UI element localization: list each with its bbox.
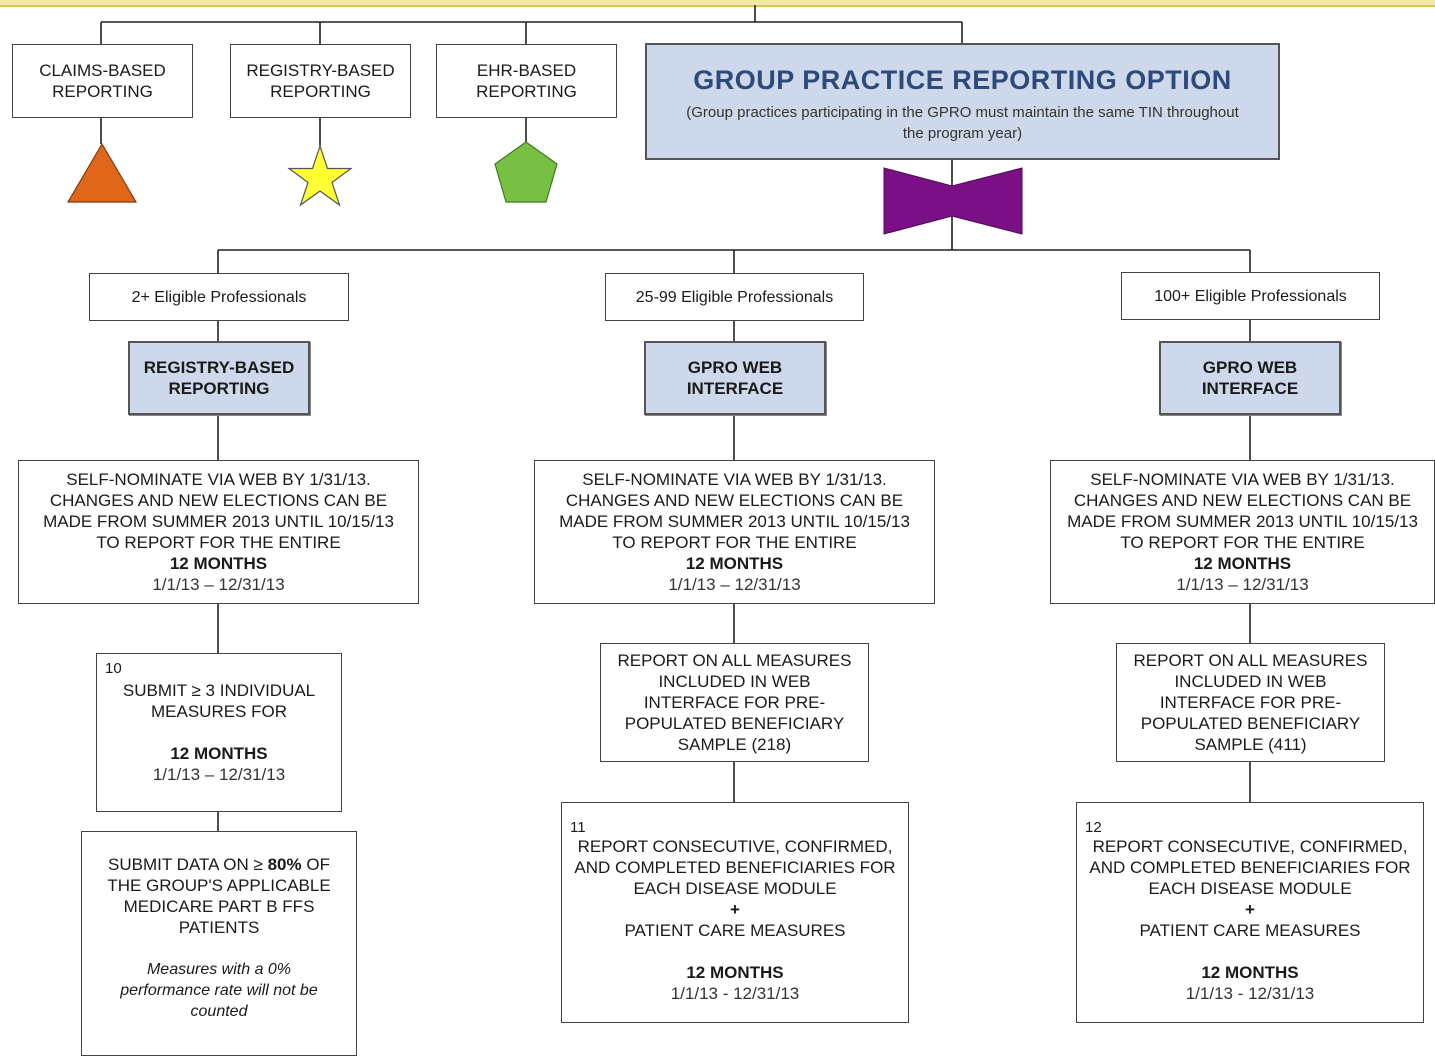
- footnote-number: 10: [105, 660, 122, 677]
- submit-data-line2: OF THE GROUP'S APPLICABLE MEDICARE PART …: [107, 855, 331, 937]
- patient-care-text: PATIENT CARE MEASURES: [624, 920, 846, 940]
- plus-sign: +: [730, 899, 740, 919]
- date-range: 1/1/13 – 12/31/13: [668, 575, 801, 594]
- period-label: 12 MONTHS: [170, 744, 268, 763]
- nominate-text: SELF-NOMINATE VIA WEB BY 1/31/13. CHANGE…: [559, 470, 910, 552]
- triangle-icon: [66, 142, 138, 203]
- nominate-text: SELF-NOMINATE VIA WEB BY 1/31/13. CHANGE…: [43, 470, 394, 552]
- date-range: 1/1/13 – 12/31/13: [152, 575, 285, 594]
- tier-box-2plus: 2+ Eligible Professionals: [89, 273, 349, 321]
- period-label: 12 MONTHS: [1193, 554, 1292, 573]
- tier-label: 100+ Eligible Professionals: [1154, 287, 1347, 305]
- submit-measures-box: 10 SUBMIT ≥ 3 INDIVIDUAL MEASURES FOR 12…: [96, 653, 342, 812]
- consecutive-box-12: 12 REPORT CONSECUTIVE, CONFIRMED, AND CO…: [1076, 802, 1424, 1023]
- method-box-gpro-web-100: GPRO WEB INTERFACE: [1159, 341, 1341, 415]
- ehr-based-label: EHR-BASED REPORTING: [476, 61, 577, 101]
- plus-sign: +: [1245, 899, 1255, 919]
- method-label: GPRO WEB INTERFACE: [686, 358, 784, 398]
- period-label: 12 MONTHS: [1201, 962, 1299, 982]
- top-border: [0, 0, 1435, 7]
- period-label: 12 MONTHS: [686, 962, 784, 982]
- pentagon-icon: [494, 141, 558, 203]
- date-range: 1/1/13 - 12/31/13: [1185, 983, 1315, 1003]
- footnote-number: 11: [570, 819, 586, 836]
- method-label: GPRO WEB INTERFACE: [1201, 358, 1299, 398]
- self-nominate-box-1: SELF-NOMINATE VIA WEB BY 1/31/13. CHANGE…: [18, 460, 419, 604]
- submit-data-box: SUBMIT DATA ON ≥ 80% OF THE GROUP'S APPL…: [81, 831, 357, 1056]
- gpro-title: GROUP PRACTICE REPORTING OPTION: [693, 65, 1232, 95]
- date-range: 1/1/13 – 12/31/13: [1176, 575, 1309, 594]
- date-range: 1/1/13 – 12/31/13: [152, 765, 286, 784]
- submit-data-line1: SUBMIT DATA ON ≥: [108, 855, 263, 874]
- self-nominate-box-3: SELF-NOMINATE VIA WEB BY 1/31/13. CHANGE…: [1050, 460, 1435, 604]
- report-all-box-218: REPORT ON ALL MEASURES INCLUDED IN WEB I…: [600, 643, 869, 762]
- period-label: 12 MONTHS: [169, 554, 268, 573]
- period-label: 12 MONTHS: [685, 554, 784, 573]
- method-label: REGISTRY-BASED REPORTING: [143, 358, 295, 398]
- nominate-text: SELF-NOMINATE VIA WEB BY 1/31/13. CHANGE…: [1067, 470, 1418, 552]
- bowtie-icon: [883, 167, 1023, 235]
- star-icon: [287, 144, 353, 207]
- gpro-subtitle: (Group practices participating in the GP…: [686, 104, 1239, 142]
- consecutive-text: REPORT CONSECUTIVE, CONFIRMED, AND COMPL…: [574, 836, 896, 898]
- consecutive-text: REPORT CONSECUTIVE, CONFIRMED, AND COMPL…: [1089, 836, 1411, 898]
- submit-data-percent: 80%: [267, 855, 302, 874]
- gpro-box: GROUP PRACTICE REPORTING OPTION (Group p…: [645, 43, 1280, 160]
- tier-box-25-99: 25-99 Eligible Professionals: [605, 273, 864, 321]
- tier-box-100plus: 100+ Eligible Professionals: [1121, 272, 1380, 320]
- claims-based-box: CLAIMS-BASED REPORTING: [12, 44, 193, 118]
- registry-based-box: REGISTRY-BASED REPORTING: [230, 44, 411, 118]
- submit-text: SUBMIT ≥ 3 INDIVIDUAL MEASURES FOR: [122, 681, 316, 721]
- date-range: 1/1/13 - 12/31/13: [670, 983, 800, 1003]
- method-box-gpro-web-25: GPRO WEB INTERFACE: [644, 341, 826, 415]
- report-all-box-411: REPORT ON ALL MEASURES INCLUDED IN WEB I…: [1116, 643, 1385, 762]
- report-all-text: REPORT ON ALL MEASURES INCLUDED IN WEB I…: [1133, 651, 1368, 754]
- self-nominate-box-2: SELF-NOMINATE VIA WEB BY 1/31/13. CHANGE…: [534, 460, 935, 604]
- registry-based-label: REGISTRY-BASED REPORTING: [246, 61, 395, 101]
- claims-based-label: CLAIMS-BASED REPORTING: [39, 61, 166, 101]
- zero-rate-note: Measures with a 0% performance rate will…: [120, 961, 318, 1020]
- footnote-number: 12: [1085, 819, 1102, 836]
- tier-label: 25-99 Eligible Professionals: [635, 288, 834, 306]
- ehr-based-box: EHR-BASED REPORTING: [436, 44, 617, 118]
- method-box-registry: REGISTRY-BASED REPORTING: [128, 341, 310, 415]
- report-all-text: REPORT ON ALL MEASURES INCLUDED IN WEB I…: [617, 651, 852, 754]
- tier-label: 2+ Eligible Professionals: [131, 288, 307, 306]
- patient-care-text: PATIENT CARE MEASURES: [1139, 920, 1361, 940]
- consecutive-box-11: 11 REPORT CONSECUTIVE, CONFIRMED, AND CO…: [561, 802, 909, 1023]
